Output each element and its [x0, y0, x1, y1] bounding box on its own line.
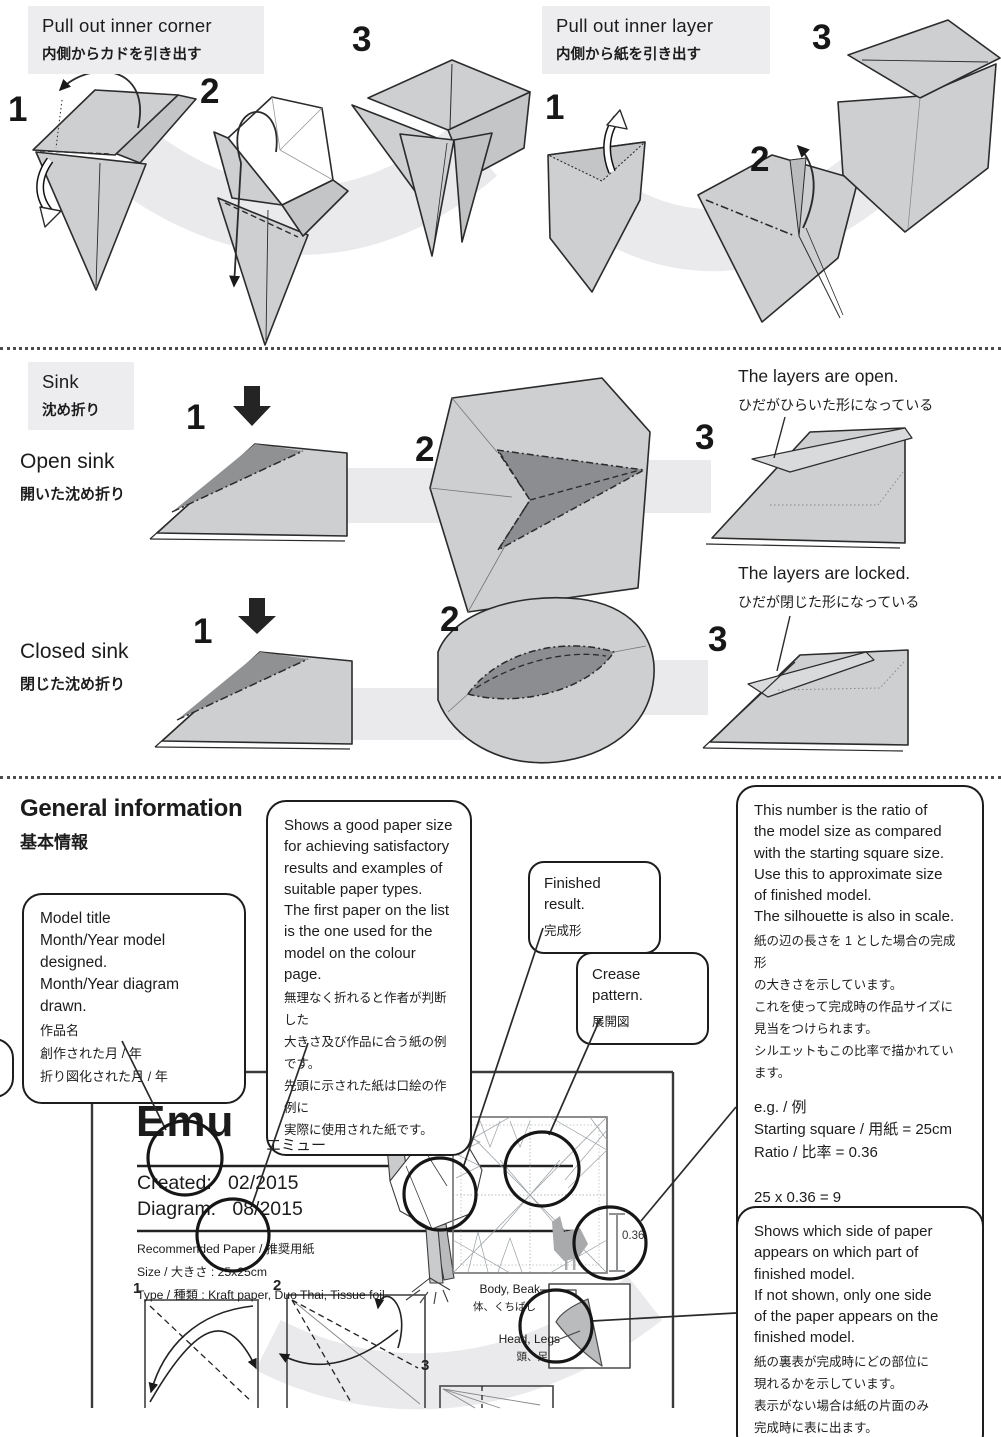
finished-result-highlight-circle [402, 1156, 478, 1232]
pull-layer-label: Pull out inner layer 内側から紙を引き出す [542, 6, 770, 74]
step-number: 1 [545, 88, 564, 127]
sample-model-name: Emu [136, 1097, 235, 1146]
section-divider [0, 347, 1001, 350]
sample-step-number: 2 [273, 1277, 282, 1294]
step-number: 3 [352, 20, 371, 59]
sample-step2-diagram [278, 1294, 426, 1408]
open-note-ja: ひだがひらいた形になっている [738, 397, 934, 413]
step-number: 1 [193, 612, 212, 651]
step-number: 1 [186, 398, 205, 437]
step-number: 3 [695, 418, 714, 457]
locked-note-en: The layers are locked. [738, 563, 911, 583]
ratio-highlight-circle [572, 1205, 648, 1281]
ratio-scale-bar [609, 1213, 625, 1272]
finished-result-text-en: Finished result. [544, 875, 601, 914]
press-arrow-icon [233, 386, 271, 426]
sample-model-name-ja: エミュー [266, 1137, 327, 1154]
sample-diagram-line: Diagram: 08/2015 [137, 1198, 303, 1220]
crease-pattern-callout: Crease pattern. 展開図 [576, 952, 709, 1045]
pull-layer-step3-diagram [837, 19, 1001, 233]
pull-layer-step2-diagram [697, 144, 859, 323]
pull-layer-step1-diagram [547, 109, 646, 293]
sample-step3-diagram [439, 1385, 554, 1409]
sink-note-leader-lines [773, 416, 791, 672]
sample-recommended-line: Recommended Paper / 推奨用紙 [137, 1242, 315, 1256]
step-number: 2 [200, 72, 219, 111]
key-body-label-en: Body, Beak [479, 1282, 540, 1296]
model-title-text-ja: 作品名 創作された月 / 年 折り図化された月 / 年 [40, 1023, 168, 1084]
paper-sides-callout: Shows which side of paper appears on whi… [736, 1206, 984, 1437]
key-body-label-ja: 体、くちばし [473, 1301, 536, 1313]
step-number: 2 [440, 600, 459, 639]
pull-corner-step3-diagram [351, 59, 531, 257]
sink-open-step1-diagram [149, 386, 348, 542]
sink-title-ja: 沈め折り [42, 403, 100, 419]
step-number: 3 [812, 18, 831, 57]
key-head-label-en: Head, Legs [498, 1332, 560, 1346]
pull-corner-title-en: Pull out inner corner [42, 15, 212, 36]
pull-corner-label: Pull out inner corner 内側からカドを引き出す [28, 6, 264, 74]
sample-created-line: Created: 02/2015 [137, 1172, 299, 1194]
paper-size-text-ja: 無理なく折れると作者が判断した 大きさ及び作品に合う紙の例です。 先頭に示された… [284, 991, 447, 1138]
sink-open-step2-diagram [429, 377, 651, 613]
paper-size-callout: Shows a good paper size for achieving sa… [266, 800, 472, 1157]
pull-corner-step1-diagram [32, 70, 197, 291]
sample-size-line: Size / 大きさ : 25x25cm [137, 1265, 268, 1279]
sample-step-number: 1 [133, 1280, 142, 1297]
model-title-callout: Model title Month/Year model designed. M… [22, 893, 246, 1104]
sample-type-line: Type / 種類 : Kraft paper, Duo Thai, Tissu… [137, 1288, 385, 1302]
crease-pattern [452, 1116, 608, 1274]
ratio-text-en: This number is the ratio of the model si… [754, 802, 955, 926]
sink-closed-step2-diagram [437, 596, 655, 764]
step-number: 2 [415, 430, 434, 469]
open-sink-label-ja: 開いた沈め折り [20, 486, 126, 503]
finished-size-silhouette [552, 1216, 588, 1270]
closed-sink-label-ja: 閉じた沈め折り [20, 676, 126, 693]
closed-sink-label-en: Closed sink [20, 640, 129, 663]
cutoff-callout [0, 1038, 14, 1098]
step-number: 1 [8, 90, 27, 129]
pull-corner-title-ja: 内側からカドを引き出す [42, 47, 202, 63]
step-number: 3 [708, 620, 727, 659]
locked-note-ja: ひだが閉じた形になっている [738, 594, 920, 610]
crease-pattern-text-en: Crease pattern. [592, 966, 643, 1005]
sink-label: Sink 沈め折り [28, 362, 134, 430]
sink-title-en: Sink [42, 371, 79, 392]
finished-result-text-ja: 完成形 [544, 923, 582, 938]
paper-side-key [540, 1283, 631, 1369]
key-head-label-ja: 頭、足 [516, 1351, 549, 1363]
general-info-title-ja: 基本情報 [20, 833, 88, 852]
sample-step1-diagram [144, 1299, 259, 1408]
pull-layer-title-ja: 内側から紙を引き出す [556, 47, 701, 63]
sample-step-number: 3 [421, 1357, 430, 1374]
pull-corner-step2-diagram [213, 96, 349, 346]
paper-size-text-en: Shows a good paper size for achieving sa… [284, 817, 453, 984]
paper-sides-text-ja: 紙の裏表が完成時にどの部位に 現れるかを示しています。 表示がない場合は紙の片面… [754, 1354, 930, 1435]
paper-sides-text-en: Shows which side of paper appears on whi… [754, 1223, 939, 1347]
model-title-text-en: Model title Month/Year model designed. M… [40, 910, 180, 1015]
ratio-text-ja: 紙の辺の長さを 1 とした場合の完成形 の大きさを示しています。 これを使って完… [754, 933, 956, 1080]
press-arrow-icon [238, 598, 276, 634]
section-divider [0, 776, 1001, 779]
sample-ratio-value: 0.36 [622, 1230, 645, 1242]
open-sink-label-en: Open sink [20, 450, 115, 473]
open-note-en: The layers are open. [738, 366, 899, 386]
pull-layer-title-en: Pull out inner layer [556, 15, 714, 36]
crease-highlight-circle [503, 1130, 581, 1208]
finished-result-callout: Finished result. 完成形 [528, 861, 661, 954]
crease-pattern-text-ja: 展開図 [592, 1014, 630, 1029]
sink-open-step3-diagram [705, 427, 913, 549]
step-number: 2 [750, 140, 769, 179]
sink-closed-step3-diagram [702, 649, 909, 752]
sink-closed-step1-diagram [154, 598, 353, 750]
general-info-title-en: General information [20, 795, 243, 822]
